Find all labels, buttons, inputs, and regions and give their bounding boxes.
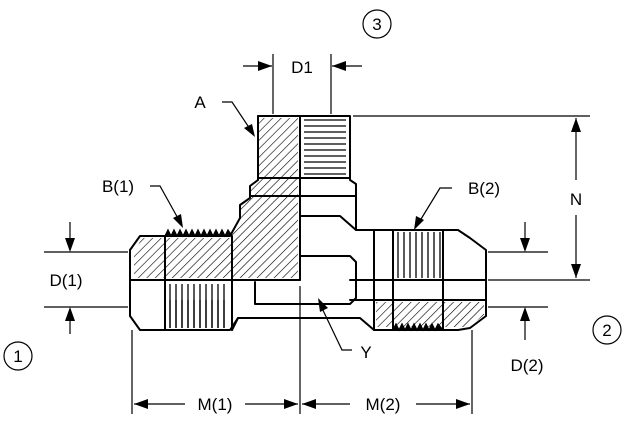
dim-d1: [243, 54, 362, 114]
label-b1: B(1): [102, 177, 134, 196]
thread-port1-top: [164, 228, 233, 238]
port-2-label: 2: [602, 321, 611, 340]
dim-d-2: [488, 222, 548, 340]
fitting-body: [129, 115, 487, 331]
label-d1: D1: [291, 58, 313, 77]
leader-a: [222, 101, 255, 137]
label-d-2: D(2): [510, 356, 543, 375]
port-marker-2: 2: [592, 315, 622, 345]
thread-port3: [304, 119, 346, 175]
leader-b2: [414, 187, 452, 230]
label-b2: B(2): [468, 179, 500, 198]
dim-m: [131, 286, 473, 414]
dim-d-1: [44, 222, 128, 334]
label-a: A: [194, 93, 206, 112]
label-m2: M(2): [366, 395, 401, 414]
thread-port1-lines: [169, 284, 225, 328]
thread-port2-top: [397, 232, 441, 278]
dim-n: [353, 115, 590, 281]
port-3-label: 3: [372, 15, 381, 34]
label-y: Y: [360, 343, 371, 362]
leader-b1: [150, 185, 183, 228]
label-n: N: [570, 190, 582, 209]
leader-y: [318, 298, 352, 351]
port-1-label: 1: [13, 347, 22, 366]
port-marker-3: 3: [362, 9, 392, 39]
thread-port2-bottom: [392, 322, 444, 332]
label-m1: M(1): [198, 395, 233, 414]
section-hatch: [134, 118, 484, 327]
port-marker-1: 1: [3, 341, 33, 371]
thread-port1-bottom: [169, 300, 225, 328]
label-d-1: D(1): [49, 271, 82, 290]
